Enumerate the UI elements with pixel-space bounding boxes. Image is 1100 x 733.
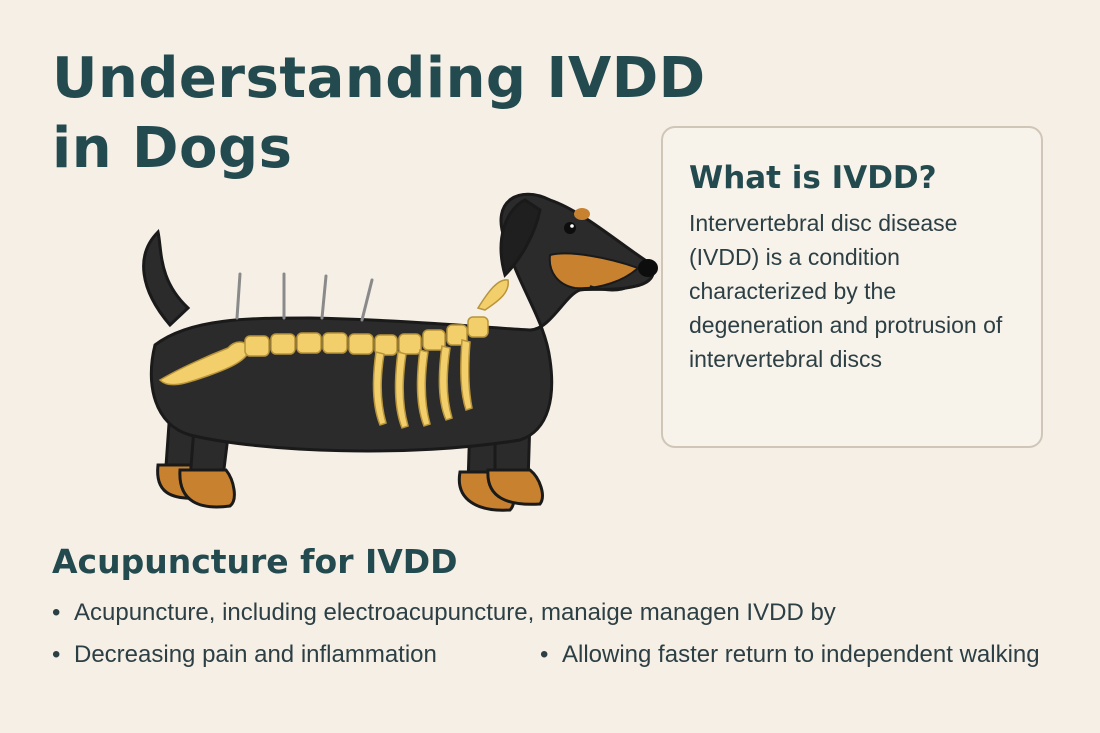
- bullet-dot: •: [52, 599, 61, 626]
- page-title-line-2: in Dogs: [52, 116, 293, 181]
- card-heading: What is IVDD?: [689, 160, 937, 196]
- card-body: Intervertebral disc disease (IVDD) is a …: [689, 210, 1003, 372]
- dog-back-right-paw: [178, 468, 236, 509]
- bullet-text: Decreasing pain and inflammation: [74, 641, 437, 668]
- needle-1: [235, 272, 242, 320]
- bullet-text: Allowing faster return to independent wa…: [562, 641, 1040, 668]
- page-title-line-1: Understanding IVDD: [52, 46, 706, 111]
- dog-eye: [564, 222, 576, 234]
- dog-eyebrow: [574, 208, 590, 220]
- acupuncture-heading: Acupuncture for IVDD: [52, 542, 458, 581]
- bullet-item: • Decreasing pain and inflammation: [52, 640, 437, 670]
- what-is-ivdd-card: What is IVDD? Intervertebral disc diseas…: [661, 126, 1043, 448]
- bullet-dot: •: [52, 641, 61, 668]
- needle-3: [320, 274, 328, 320]
- needle-4: [360, 278, 374, 322]
- dog-front-right-paw: [486, 468, 544, 506]
- dog-muzzle-tan: [548, 252, 640, 290]
- acupuncture-needles: [235, 272, 374, 322]
- dachshund-svg: [142, 192, 658, 512]
- bullet-item: • Allowing faster return to independent w…: [540, 640, 1040, 670]
- dog-ear: [499, 198, 542, 278]
- page-title: Understanding IVDD in Dogs: [52, 44, 706, 184]
- dachshund-spine-illustration: [110, 180, 670, 534]
- spine-skeleton: [158, 279, 509, 429]
- bullet-text: Acupuncture, including electroacupunctur…: [74, 599, 836, 626]
- dog-tail: [142, 229, 191, 328]
- bullet-item: • Acupuncture, including electroacupunctu…: [52, 598, 836, 628]
- bullet-dot: •: [540, 641, 549, 668]
- dog-nose: [638, 259, 658, 277]
